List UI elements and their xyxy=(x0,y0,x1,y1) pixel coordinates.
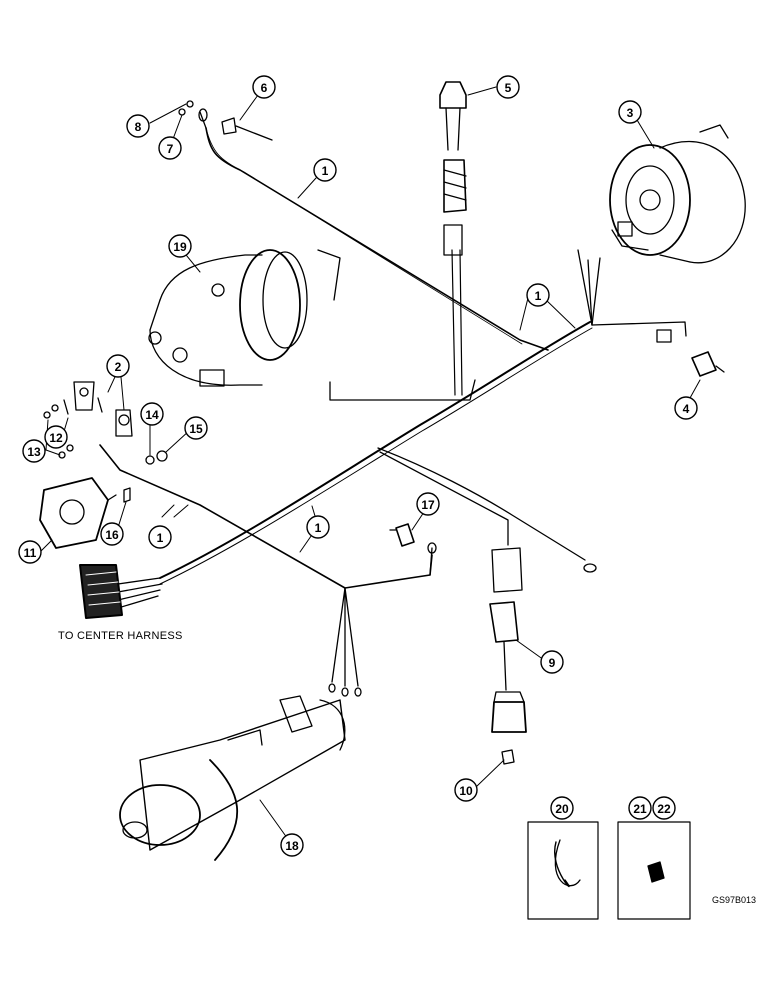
clip-box-part-20 xyxy=(527,821,599,920)
clip-box-part-21-22 xyxy=(617,821,691,920)
svg-text:1: 1 xyxy=(315,521,322,535)
center-harness-connector xyxy=(79,564,123,619)
svg-text:15: 15 xyxy=(189,422,203,436)
svg-text:6: 6 xyxy=(261,81,268,95)
nut-part-15 xyxy=(156,450,168,462)
pressure-switch-part-10 xyxy=(491,691,527,765)
callout-2: 2 xyxy=(106,354,130,378)
callout-20: 20 xyxy=(550,796,574,820)
sensor-part-4 xyxy=(656,329,725,377)
sensor-part-6 xyxy=(198,108,273,141)
svg-text:14: 14 xyxy=(145,408,159,422)
svg-text:7: 7 xyxy=(167,142,174,156)
callout-7: 7 xyxy=(158,136,182,160)
callout-16: 16 xyxy=(100,522,124,546)
svg-text:4: 4 xyxy=(683,402,690,416)
ac-compressor-part-19 xyxy=(148,249,308,387)
svg-text:19: 19 xyxy=(173,240,187,254)
svg-text:5: 5 xyxy=(505,81,512,95)
callout-11: 11 xyxy=(18,540,42,564)
solenoid-part-11 xyxy=(39,477,117,549)
washer-part-8 xyxy=(186,100,194,108)
svg-text:18: 18 xyxy=(285,839,299,853)
callout-4: 4 xyxy=(674,396,698,420)
switch-part-17 xyxy=(389,523,437,554)
center-harness-caption: TO CENTER HARNESS xyxy=(58,630,183,642)
svg-text:13: 13 xyxy=(27,445,41,459)
alternator-part-3 xyxy=(609,124,746,264)
callout-12: 12 xyxy=(44,425,68,449)
svg-text:22: 22 xyxy=(657,802,671,816)
callout-9: 9 xyxy=(540,650,564,674)
callout-1b: 1 xyxy=(526,283,550,307)
svg-text:1: 1 xyxy=(535,289,542,303)
svg-text:8: 8 xyxy=(135,120,142,134)
callout-22: 22 xyxy=(652,796,676,820)
nut-part-14 xyxy=(145,455,155,465)
starter-motor-part-18 xyxy=(119,683,362,861)
relay-part-2 xyxy=(63,381,133,437)
wiring-harness xyxy=(99,127,687,687)
svg-text:16: 16 xyxy=(105,528,119,542)
svg-text:3: 3 xyxy=(627,106,634,120)
svg-text:11: 11 xyxy=(24,546,37,560)
bolt-part-16 xyxy=(123,487,131,503)
svg-text:1: 1 xyxy=(157,531,164,545)
callout-6: 6 xyxy=(252,75,276,99)
svg-text:17: 17 xyxy=(421,498,435,512)
reference-code: GS97B013 xyxy=(712,895,757,905)
callout-5: 5 xyxy=(496,75,520,99)
callout-18: 18 xyxy=(280,833,304,857)
switch-part-5 xyxy=(439,81,467,256)
svg-text:1: 1 xyxy=(322,164,329,178)
callout-14: 14 xyxy=(140,402,164,426)
callout-15: 15 xyxy=(184,416,208,440)
callout-17: 17 xyxy=(416,492,440,516)
nut-part-7 xyxy=(178,108,186,116)
callout-19: 19 xyxy=(168,234,192,258)
svg-text:21: 21 xyxy=(633,802,647,816)
callout-1a: 1 xyxy=(313,158,337,182)
connector-part-9 xyxy=(489,547,597,691)
callout-1c: 1 xyxy=(148,525,172,549)
callout-3: 3 xyxy=(618,100,642,124)
svg-text:9: 9 xyxy=(549,656,556,670)
svg-text:2: 2 xyxy=(115,360,122,374)
callout-21: 21 xyxy=(628,796,652,820)
callout-8: 8 xyxy=(126,114,150,138)
callouts: 1 1 1 1 1 2 3 4 5 6 7 8 9 10 11 12 13 14… xyxy=(18,75,698,857)
svg-text:20: 20 xyxy=(555,802,569,816)
svg-text:12: 12 xyxy=(49,431,63,445)
callout-10: 10 xyxy=(454,778,478,802)
leader-lines xyxy=(39,86,701,843)
callout-13: 13 xyxy=(22,439,46,463)
svg-text:10: 10 xyxy=(459,784,473,798)
callout-1d: 1 xyxy=(306,515,330,539)
